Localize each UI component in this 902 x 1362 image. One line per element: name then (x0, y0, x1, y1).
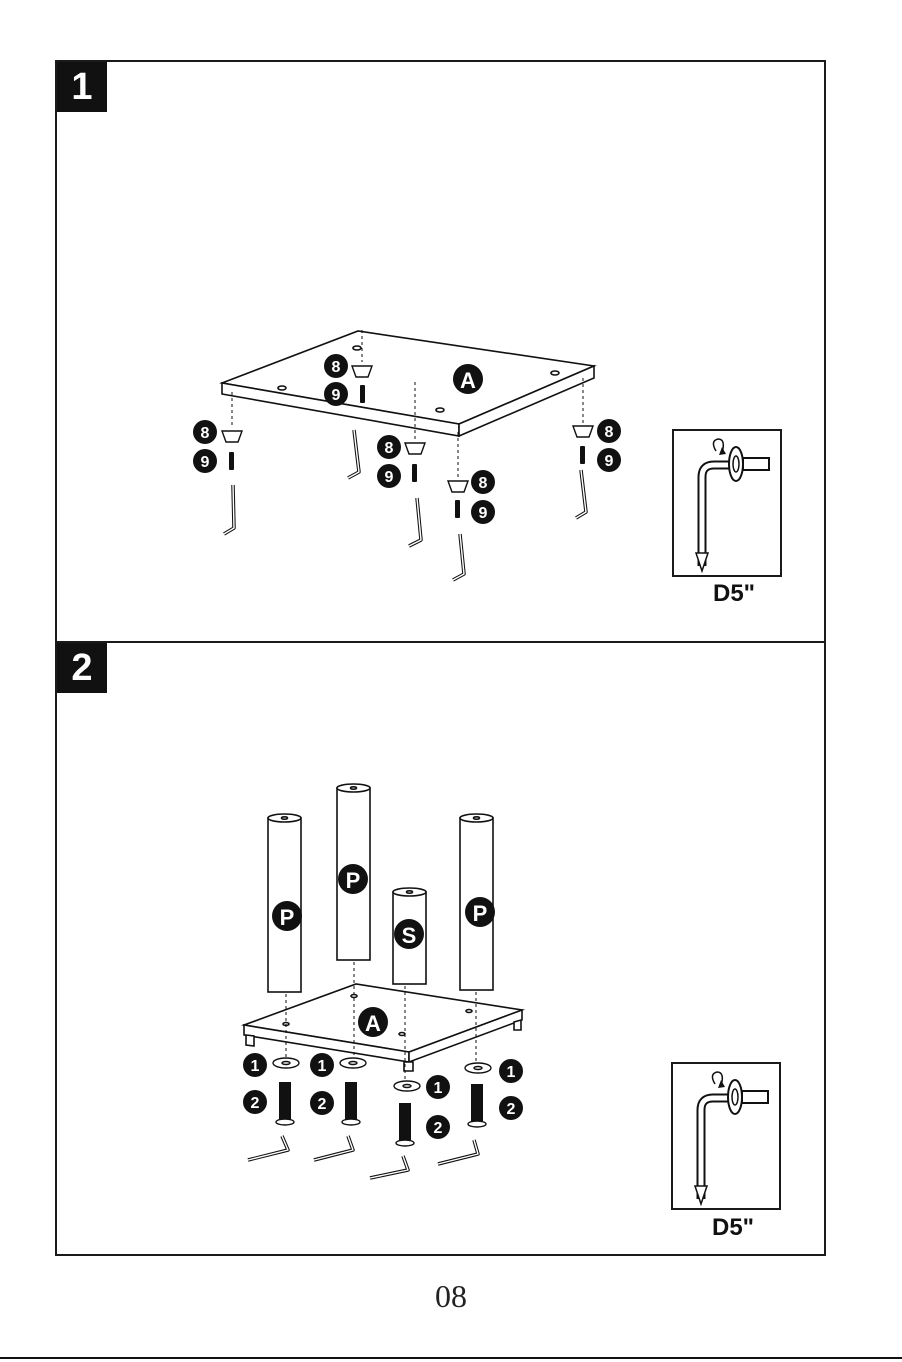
allen-wrench-icon (674, 431, 780, 575)
step-2-badge: 2 (57, 643, 107, 693)
tool-size-label-step1: D5" (713, 580, 755, 608)
allen-wrench-icon (673, 1064, 779, 1208)
bottom-rule (0, 1357, 902, 1359)
tool-size-label-step2: D5" (712, 1214, 754, 1242)
tool-inset-step1 (672, 429, 782, 577)
tool-inset-step2 (671, 1062, 781, 1210)
page-number: 08 (0, 1278, 902, 1315)
step-1-badge: 1 (57, 62, 107, 112)
